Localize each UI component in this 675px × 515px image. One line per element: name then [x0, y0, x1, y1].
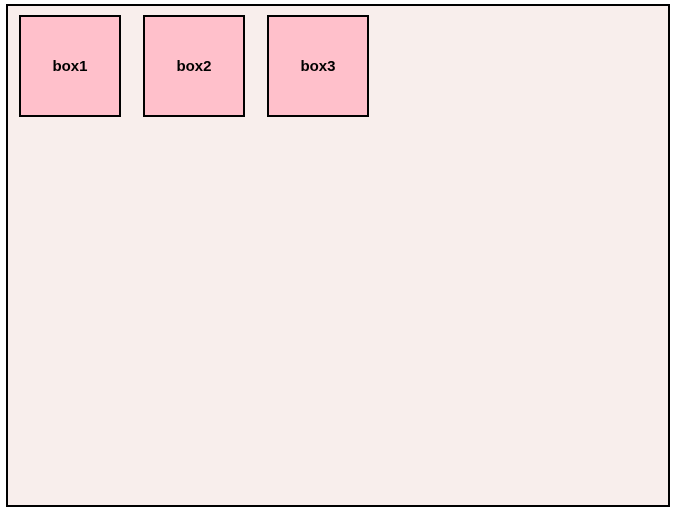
outer-container: box1 box2 box3: [6, 4, 670, 507]
box-1: box1: [19, 15, 121, 117]
box-2-label: box2: [176, 57, 212, 75]
box-2: box2: [143, 15, 245, 117]
box-3: box3: [267, 15, 369, 117]
box-3-label: box3: [300, 57, 336, 75]
box-1-label: box1: [52, 57, 88, 75]
